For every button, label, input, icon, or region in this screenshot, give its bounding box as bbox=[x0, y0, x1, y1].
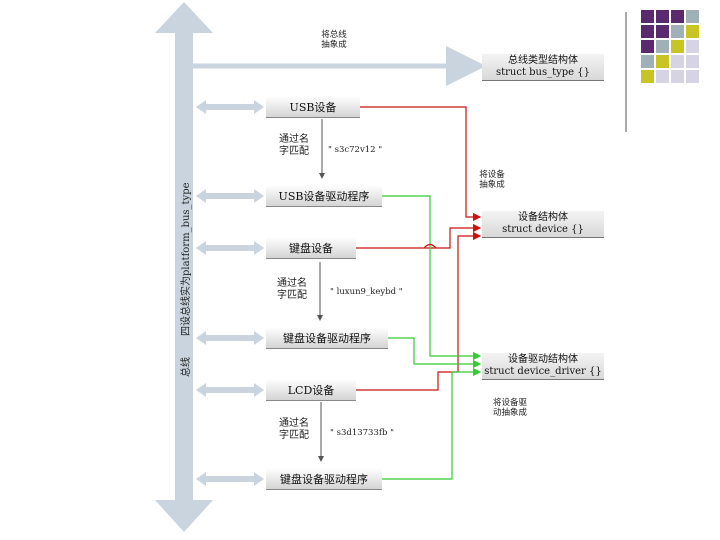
palette-swatch bbox=[656, 25, 669, 38]
palette-swatch bbox=[641, 40, 654, 53]
palette-swatch bbox=[656, 10, 669, 23]
palette-swatch bbox=[686, 70, 699, 83]
palette-swatch bbox=[656, 70, 669, 83]
bus-connector-heads bbox=[196, 100, 264, 486]
driver-links bbox=[382, 195, 482, 480]
bus-connectors bbox=[202, 104, 258, 482]
palette-swatch bbox=[671, 40, 684, 53]
palette-swatch bbox=[686, 25, 699, 38]
match-name-3: " s3d13733fb " bbox=[330, 428, 395, 438]
palette-swatch bbox=[641, 70, 654, 83]
lcd-device-box: LCD设备 bbox=[266, 379, 356, 401]
palette-swatch bbox=[641, 55, 654, 68]
match-note-2: 通过名字匹配 bbox=[277, 278, 307, 301]
palette-swatch bbox=[671, 70, 684, 83]
palette-swatch bbox=[686, 40, 699, 53]
bus-arrow bbox=[155, 2, 213, 532]
usb-driver-box: USB设备驱动程序 bbox=[266, 185, 382, 207]
palette-swatch bbox=[641, 10, 654, 23]
lcd-driver-box: 键盘设备驱动程序 bbox=[266, 468, 382, 490]
palette-swatch bbox=[656, 40, 669, 53]
match-name-1: " s3c72v12 " bbox=[328, 145, 383, 155]
palette-swatch bbox=[671, 55, 684, 68]
palette-swatch bbox=[686, 10, 699, 23]
palette-swatch bbox=[686, 55, 699, 68]
palette-swatch bbox=[671, 10, 684, 23]
palette-swatch bbox=[641, 25, 654, 38]
usb-device-box: USB设备 bbox=[266, 96, 360, 118]
keyboard-driver-box: 键盘设备驱动程序 bbox=[266, 327, 388, 349]
bus-abstract-note: 将总线抽象成 bbox=[321, 30, 347, 50]
match-name-2: " luxun9_keybd " bbox=[330, 287, 403, 297]
bus-axis-label: 总线 bbox=[181, 357, 192, 377]
device-links bbox=[356, 106, 482, 391]
palette-swatch bbox=[671, 25, 684, 38]
driver-abstract-note: 将设备驱动抽象成 bbox=[492, 398, 527, 418]
keyboard-device-box: 键盘设备 bbox=[266, 237, 356, 259]
match-note-3: 通过名字匹配 bbox=[279, 418, 309, 441]
device-abstract-note: 将设备抽象成 bbox=[479, 170, 505, 190]
bus-type-axis-label: 四设总线实为platform_bus_type bbox=[181, 182, 192, 336]
match-note-1: 通过名字匹配 bbox=[279, 134, 309, 157]
palette-swatch bbox=[656, 55, 669, 68]
